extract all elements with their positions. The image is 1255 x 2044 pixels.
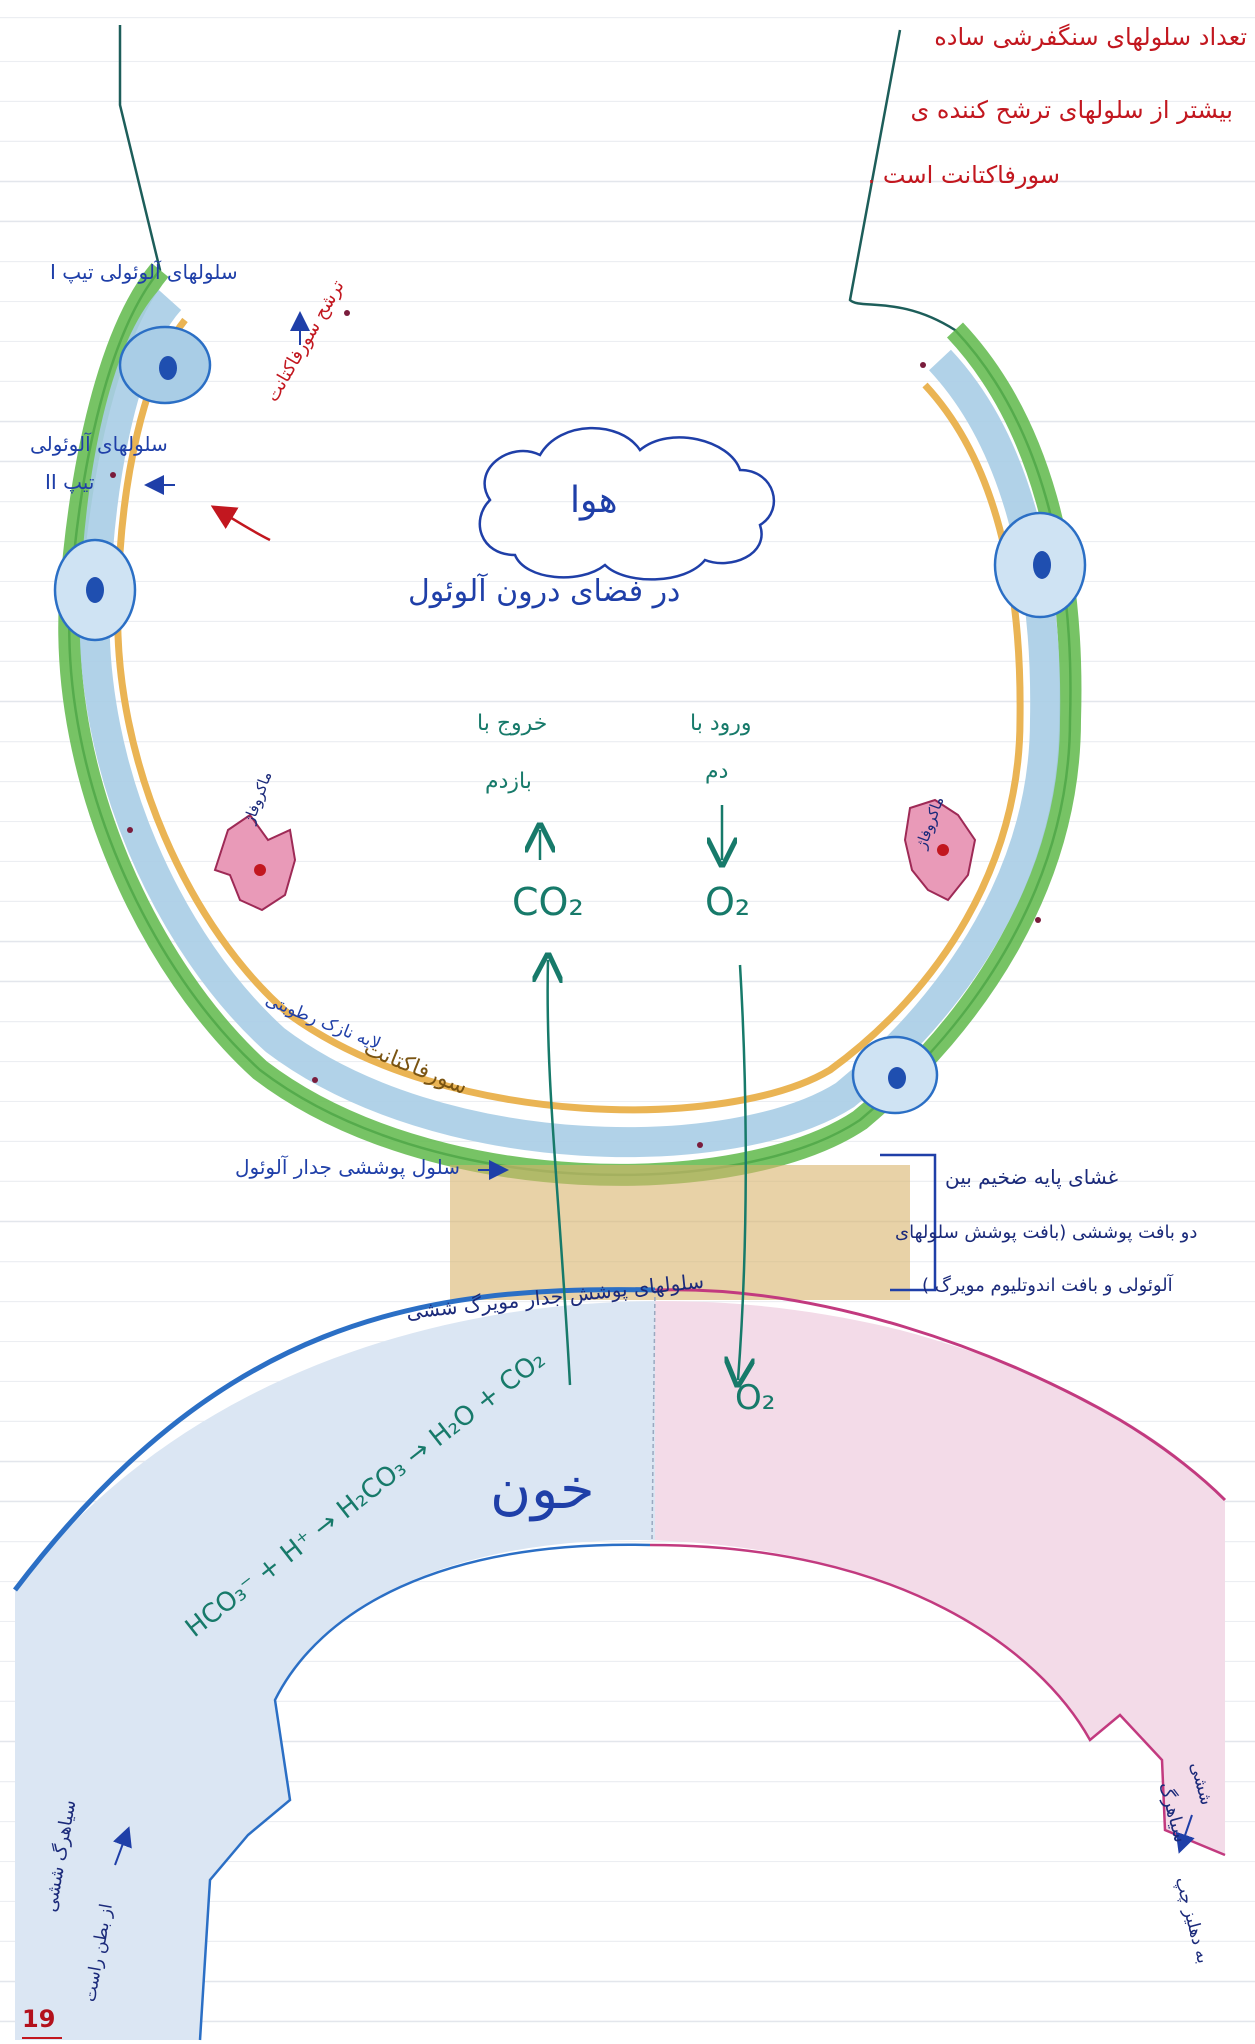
label-o2-alveolus: O₂ [705, 880, 750, 924]
label-type2-cells-line2: تیپ II [45, 470, 94, 495]
alveolar-epithelium-blue [95, 300, 1046, 1142]
label-inhale-line1: ورود با [690, 710, 752, 738]
note-line-2: بیشتر از سلولهای ترشح کننده ی [910, 95, 1233, 125]
note-line-1: تعداد سلولهای سنگفرشی ساده [934, 22, 1247, 52]
surfactant-layer [118, 320, 1020, 1110]
type2-cell-upper-left [120, 327, 210, 403]
type2-cell-bottom-right [853, 1037, 937, 1113]
label-co2-alveolus: CO₂ [512, 880, 584, 924]
air-cloud [480, 428, 774, 579]
label-exhale-line1: خروج با [477, 710, 547, 738]
label-exhale-line2: بازدم [485, 768, 532, 796]
macrophage-left-cell [215, 815, 295, 910]
label-type1-cells: سلولهای آلوئولی تیپ I [50, 260, 238, 285]
note-line-3: سورفاکتانت است . [868, 160, 1060, 190]
page-number: 19 [22, 2004, 55, 2034]
label-basement-membrane-line2: دو بافت پوششی (بافت پوشش سلولهای [895, 1222, 1197, 1245]
pointer-surfactant-secretion [215, 508, 270, 540]
label-alveolar-wall-cell: سلول پوششی جدار آلوئول [235, 1155, 460, 1180]
type2-cell-left [55, 540, 135, 640]
label-blood: خون [490, 1455, 595, 1525]
type2-cell-right [995, 513, 1085, 617]
label-type2-cells-line1: سلولهای آلوئولی [30, 432, 168, 457]
label-o2-blood: O₂ [735, 1378, 775, 1418]
label-air: هوا [570, 478, 618, 523]
label-inhale-line2: دم [705, 758, 728, 786]
label-basement-membrane-line3: آلوئولی و بافت اندوتلیوم مویرگ ) [922, 1275, 1173, 1298]
label-alveolar-space: در فضای درون آلوئول [408, 573, 680, 611]
label-basement-membrane-line1: غشای پایه ضخیم بین [945, 1165, 1118, 1190]
